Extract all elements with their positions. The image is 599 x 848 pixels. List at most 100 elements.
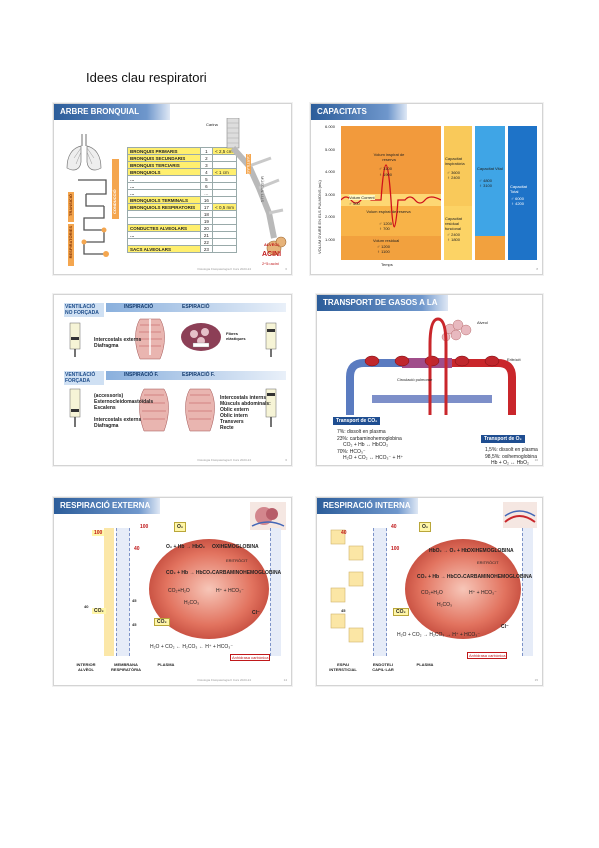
cv-value-male: ♂ 4800 — [479, 178, 493, 183]
generation-number: 5 — [199, 175, 214, 183]
vre-value-female: ♀ 700 — [379, 226, 390, 231]
po2-alveol: 100 — [92, 530, 105, 536]
inspiracio-f-header: INSPIRACIÓ F. — [124, 372, 159, 378]
slide-arbre-bronquial: ARBRE BRONQUIAL CONDUCCIÓ TRANSICIÓ RESP… — [53, 103, 292, 275]
esp-f-muscle: Intercostals interns — [220, 395, 267, 401]
thorax-forced-inspiration-illustration — [139, 388, 169, 432]
generation-number: 1 — [199, 147, 214, 155]
generation-number: 2 — [199, 154, 214, 162]
bottom-equation: H₂O + CO₂ → H₂CO₃ → H⁺ + HCO₃⁻ — [397, 632, 480, 638]
o2-transport-item: Hb + O₂ ↔ HbO₂ — [491, 460, 529, 466]
eritrocit-label: ERITRÒCIT — [477, 560, 499, 565]
tissue-cells — [330, 529, 364, 643]
ct-value-male: ♂ 6000 — [511, 196, 525, 201]
reaction-oxy: O₂ + Hb → HbO₂ — [166, 544, 206, 550]
cv-value-female: ♀ 3100 — [479, 183, 493, 188]
vc-value: ♂ 500 — [349, 201, 360, 206]
bottom-equation: H₂O + CO₂ ← H₂CO₃ ← H⁺ + HCO₃⁻ — [150, 644, 233, 650]
acin-label: ACINI — [262, 251, 282, 258]
crf-column — [444, 206, 472, 260]
co2h2o-label: CO₂+H₂O — [421, 590, 443, 596]
slide-respiracio-externa: RESPIRACIÓ EXTERNA O₂ 100 100 40 O₂ + Hb… — [53, 497, 292, 686]
ci-column — [444, 126, 472, 206]
generation-name: … — [127, 182, 201, 190]
pco2-membrane-1: 45 — [132, 598, 137, 603]
o2-transport-item: 1,5%: dissolt en plasma — [485, 447, 538, 453]
co2-transport-item: 7%: dissolt en plasma — [337, 429, 386, 435]
slide-page-number: 6 — [285, 458, 287, 462]
generation-number: 18 — [199, 210, 214, 218]
co2-transport-item: H₂O + CO₂ ↔ HCO₃⁻ + H⁺ — [343, 455, 404, 461]
generation-number: 19 — [199, 217, 214, 225]
generation-name — [127, 238, 201, 246]
lung-tissue-illustration — [181, 323, 221, 351]
slide-page-number: 6 — [285, 267, 287, 271]
generation-number: … — [199, 189, 214, 197]
carbamino-label: CARBAMINOHEMOGLOBINA — [463, 574, 533, 580]
h2co3-label: H₂CO₃ — [437, 602, 453, 608]
lungs-illustration — [66, 134, 102, 171]
y-tick-label: 2.000 — [325, 214, 336, 219]
generation-number: 17 — [199, 203, 214, 211]
slide-respiracio-interna: RESPIRACIÓ INTERNA O₂ 40 40 100 HbO₂ → O… — [316, 497, 543, 686]
insp-f-muscle: (accessoris) — [94, 393, 124, 399]
volume-trace — [341, 164, 441, 228]
generation-name: BRONQUIOLS — [127, 168, 201, 176]
vr-value-male: ♂ 1200 — [377, 244, 391, 249]
compartment-label: INTERIOR ALVÈOL — [76, 662, 96, 672]
co2-transport-item: CO₂ + Hb ↔ HbCO₂ — [343, 442, 389, 448]
co2h2o-label: CO₂+H₂O — [168, 588, 190, 594]
eritrocit-label: ERITRÒCIT — [226, 558, 248, 563]
ci-value-female: ♀ 2400 — [447, 175, 461, 180]
compartment-label: ESPAI INTERSTICIAL — [329, 662, 357, 672]
slide-header: TRANSPORT DE GASOS A LA SANG — [317, 295, 448, 323]
espiracio-f-header: ESPIRACIÓ F. — [182, 372, 215, 378]
esp-f-muscle: Recte — [220, 425, 234, 431]
ci-value-male: ♂ 3600 — [447, 170, 461, 175]
pco2-membrane-2: 45 — [132, 622, 137, 627]
thorax-inspiration-illustration — [135, 318, 165, 360]
document-title: Idees clau respiratori — [86, 70, 207, 85]
crf-title: Capacitat residual funcional — [445, 216, 462, 231]
ct-column — [508, 126, 537, 260]
generation-number: 4 — [199, 168, 214, 176]
po2-capillary-start: 40 — [134, 546, 140, 552]
alveolar-wall — [104, 528, 114, 656]
zone-bar-transicio — [68, 192, 74, 222]
generation-name — [127, 210, 201, 218]
compartment-label: PLASMA — [157, 662, 175, 667]
slide-header: CAPACITATS PULMONARS — [311, 104, 407, 132]
generation-number: 16 — [199, 196, 214, 204]
vr-title: Volum residual — [373, 238, 400, 243]
endothelium — [373, 528, 387, 656]
zone-bar-respiratories — [68, 224, 74, 266]
co2-transport-item: 23%: carbaminohemoglobina — [337, 435, 402, 442]
slide-header: RESPIRACIÓ EXTERNA — [54, 498, 160, 514]
vri-title: Volum inspirat de reserva — [373, 152, 405, 162]
generation-name: BRONQUIS SECUNDARIS — [127, 154, 201, 162]
zone-label-transicio: TRANSICIÓ — [68, 194, 73, 216]
alveol-label: ALVÈOL — [264, 242, 280, 247]
vri-value-female: ♀ 1900 — [379, 172, 393, 177]
chloride-label: Cl⁻ — [501, 624, 509, 630]
co2-out-label: CO₂ — [92, 608, 106, 614]
vri-value-male: ♂ 3100 — [379, 166, 393, 171]
pco2-alveol: 40 — [84, 604, 89, 609]
generation-name: … — [127, 175, 201, 183]
eritrocit-label: Eritròcit — [507, 357, 521, 362]
muscul-llis-label: MÚSCUL LLIS — [260, 176, 265, 203]
vre-title: Volum espirat de reserva — [366, 209, 411, 214]
y-tick-label: 4.000 — [325, 169, 336, 174]
pco2-tissue: 45 — [341, 608, 346, 613]
slide-header: ARBRE BRONQUIAL — [54, 104, 170, 120]
generation-number: 22 — [199, 238, 214, 246]
tissue-illustration — [503, 502, 537, 528]
insp-f-muscle: Escalens — [94, 405, 116, 411]
zone-bar-conduccio — [112, 159, 119, 219]
crf-value-male: ♂ 2400 — [447, 232, 461, 237]
compartment-label: MEMBRANA RESPIRATÒRIA — [111, 662, 141, 672]
esp-f-muscle: Oblic intern — [220, 413, 248, 419]
thorax-forced-expiration-illustration — [185, 388, 215, 432]
